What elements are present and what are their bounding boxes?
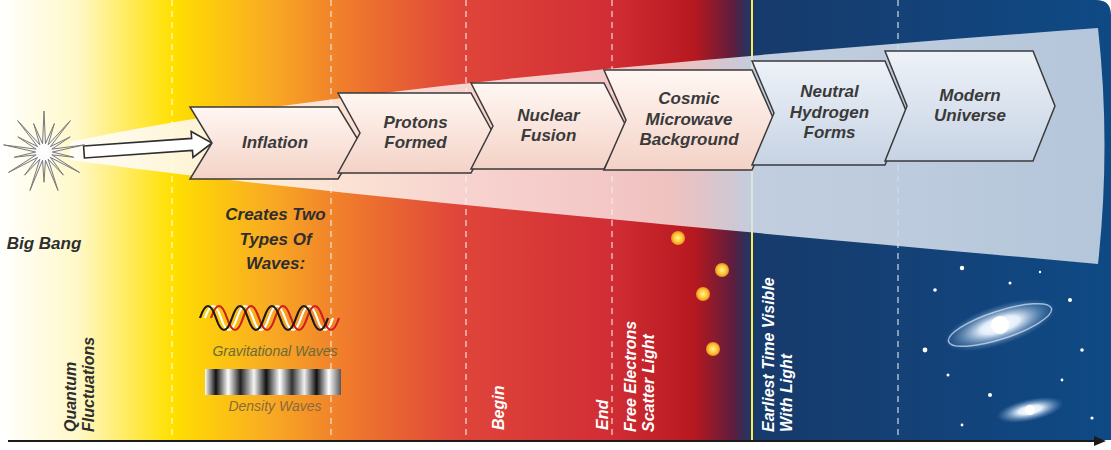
galaxy-disc <box>994 392 1065 428</box>
chevron-shape <box>471 83 626 169</box>
era-chevron: Inflation <box>190 107 360 179</box>
big-bang-burst: Big Bang <box>2 110 86 254</box>
star-dot <box>1080 348 1084 352</box>
era-divider <box>465 0 466 440</box>
free-electrons <box>671 231 729 356</box>
star-dot <box>961 424 964 427</box>
star-dot <box>1061 379 1064 382</box>
electron-dot <box>671 231 685 245</box>
event-label: Big Bang <box>2 234 86 254</box>
axis-line <box>8 440 1096 442</box>
electron-dot <box>715 263 729 277</box>
electron-dot <box>696 287 710 301</box>
wave-caption: Density Waves <box>195 398 355 414</box>
era-label: Inflation <box>242 133 308 153</box>
galaxy-symbol <box>939 288 1062 362</box>
galaxy-symbol <box>994 392 1065 428</box>
galaxy-core <box>1025 405 1035 415</box>
axis-arrowhead <box>1094 436 1106 446</box>
flow-arrow <box>84 131 212 158</box>
star-dot <box>923 348 928 353</box>
era-divider <box>611 0 612 440</box>
era-annotation: End <box>594 370 612 430</box>
time-axis <box>8 436 1106 446</box>
wave-line <box>200 306 328 330</box>
star-field <box>923 266 1094 427</box>
star-dot <box>947 374 950 377</box>
star-dot <box>1039 271 1041 273</box>
era-label: Neutral Hydrogen Forms <box>780 82 879 143</box>
galaxy-arm <box>944 295 1055 355</box>
galaxy-disc <box>939 288 1062 362</box>
wave-line <box>211 306 339 330</box>
era-label: Cosmic Microwave Background <box>632 89 746 150</box>
era-divider <box>171 0 172 440</box>
era-chevron: Cosmic Microwave Background <box>604 70 774 170</box>
era-background <box>0 0 1111 440</box>
era-label: Modern Universe <box>913 86 1027 127</box>
star-dot <box>933 288 937 292</box>
era-annotation: Free Electrons Scatter Light <box>622 300 659 432</box>
era-annotation: Begin <box>490 350 508 430</box>
era-label: Protons Formed <box>366 113 465 154</box>
chevron-shape <box>752 61 907 165</box>
era-chevron: Nuclear Fusion <box>471 83 626 169</box>
chevron-shape <box>604 70 774 170</box>
star-dot <box>1068 298 1072 302</box>
era-annotation: Earliest Time Visible With Light <box>760 264 797 432</box>
density-wave-strip <box>205 369 341 395</box>
galaxy-core <box>991 316 1009 334</box>
era-chevron: Protons Formed <box>338 93 493 173</box>
burst-outline <box>2 110 86 194</box>
burst-shape <box>4 111 85 191</box>
expansion-band <box>70 28 1105 264</box>
electron-dot <box>706 342 720 356</box>
wave-caption: Creates Two Types Of Waves: <box>218 203 333 277</box>
era-annotation: Quantum Fluctuations <box>62 307 99 432</box>
era-chevron: Neutral Hydrogen Forms <box>752 61 907 165</box>
star-dot <box>1009 282 1012 285</box>
gravitational-wave-symbol <box>200 306 339 330</box>
star-dot <box>988 393 992 397</box>
era-chevron: Modern Universe <box>885 51 1055 161</box>
star-dot <box>1090 416 1093 419</box>
chevron-shape <box>338 93 493 173</box>
era-label: Nuclear Fusion <box>499 106 598 147</box>
star-dot <box>960 266 964 270</box>
chevron-shape <box>190 107 360 179</box>
wave-caption: Gravitational Waves <box>195 343 355 359</box>
chevron-shape <box>885 51 1055 161</box>
